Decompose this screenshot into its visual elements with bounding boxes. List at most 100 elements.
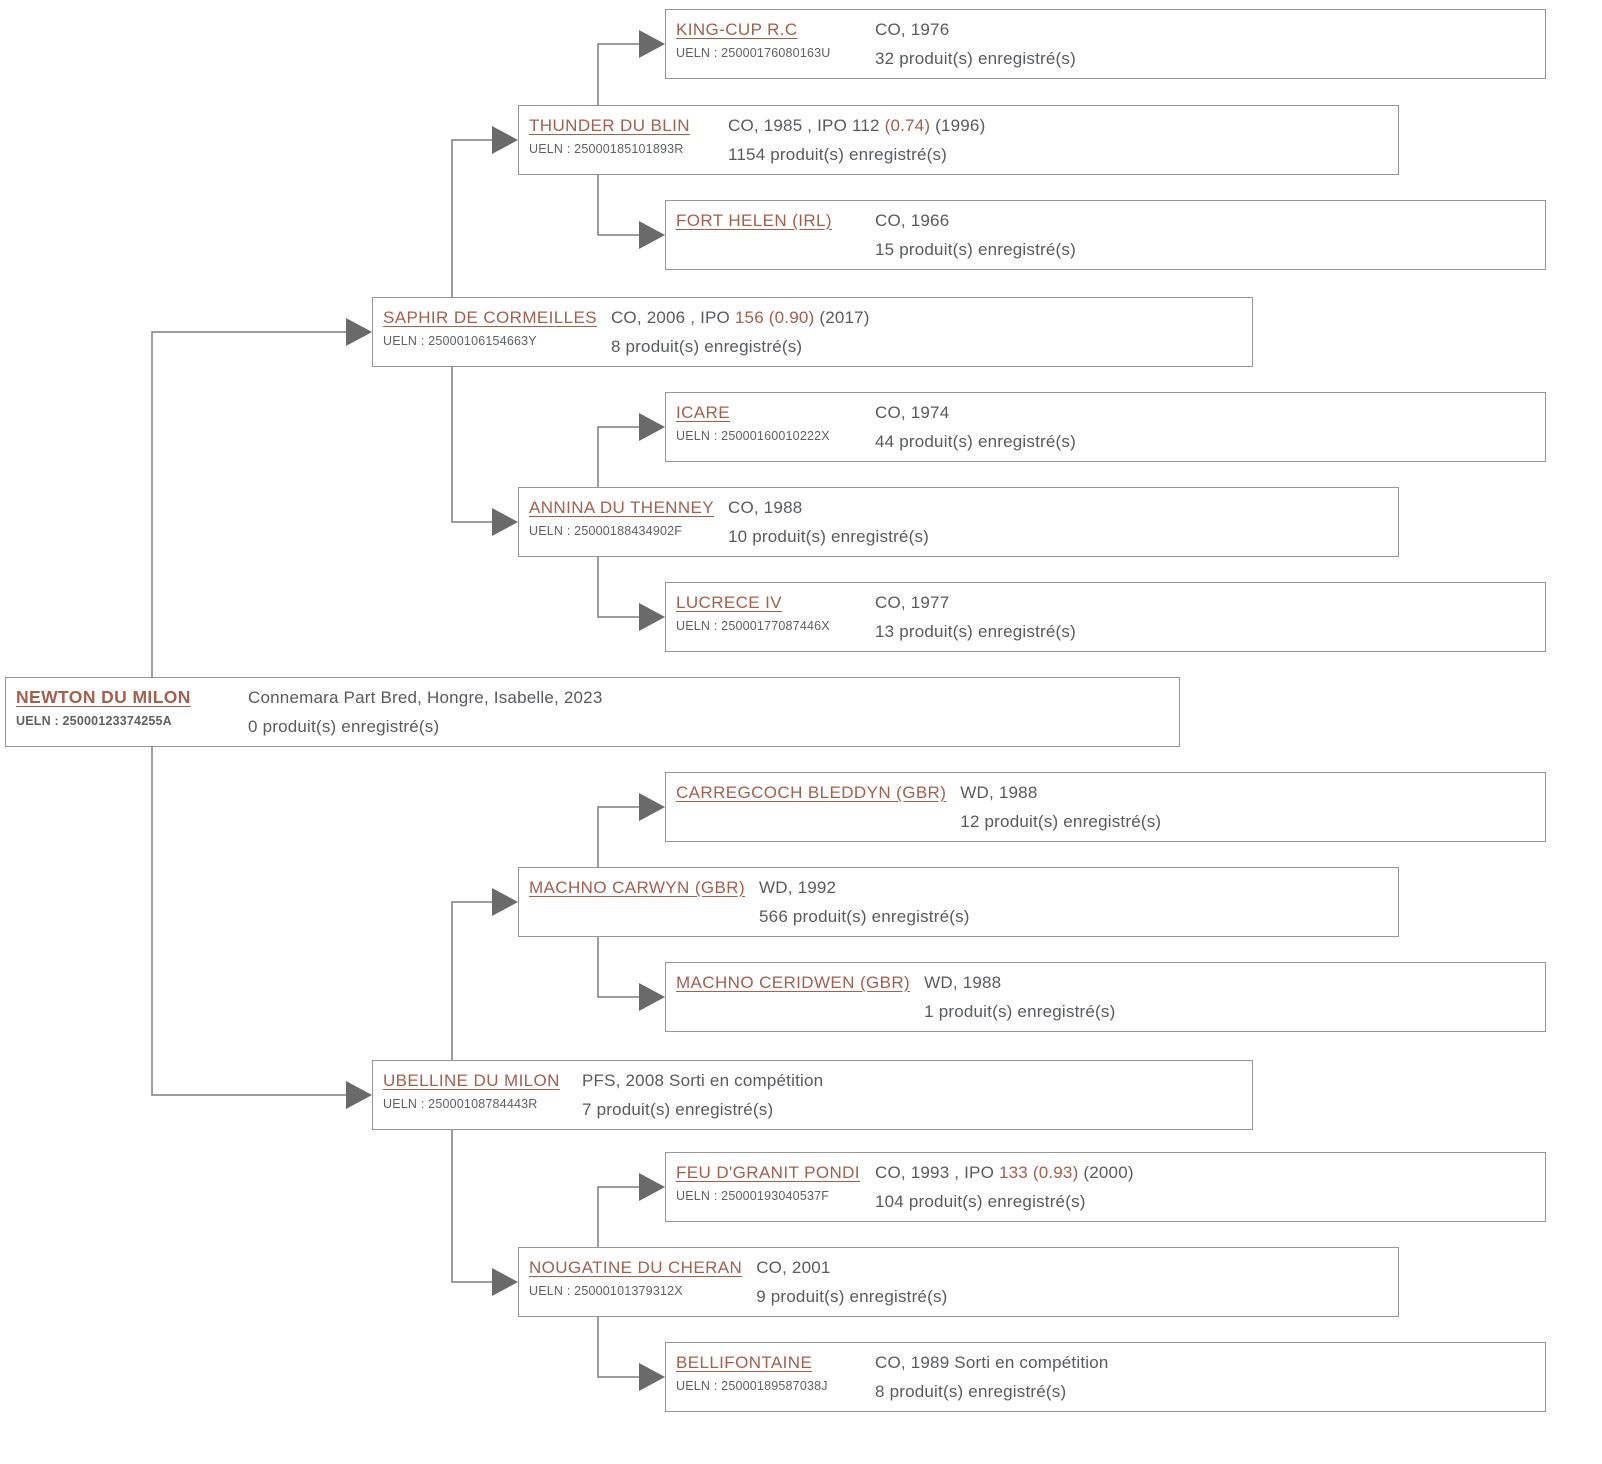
horse-name-link[interactable]: NOUGATINE DU CHERAN [529, 1258, 743, 1277]
products-count: 32 produit(s) enregistré(s) [875, 49, 1076, 68]
horse-details: WD, 1992 [759, 873, 970, 902]
node-info: CO, 1977 13 produit(s) enregistré(s) [875, 588, 1076, 647]
node-info: CO, 1974 44 produit(s) enregistré(s) [875, 398, 1076, 457]
node-carregcoch-bleddyn: CARREGCOCH BLEDDYN (GBR) WD, 1988 12 pro… [665, 772, 1546, 842]
horse-name-link[interactable]: MACHNO CARWYN (GBR) [529, 878, 746, 897]
ueln-label: UELN : 25000177087446X [676, 619, 830, 633]
node-identity: KING-CUP R.C UELN : 25000176080163U [676, 15, 861, 63]
node-info: CO, 1976 32 produit(s) enregistré(s) [875, 15, 1076, 74]
details-text: Connemara Part Bred, Hongre, Isabelle, 2… [248, 688, 603, 707]
horse-details: PFS, 2008 Sorti en compétition [582, 1066, 823, 1095]
node-annina-du-thenney: ANNINA DU THENNEY UELN : 25000188434902F… [518, 487, 1399, 557]
horse-name-link[interactable]: FORT HELEN (IRL) [676, 211, 832, 230]
node-identity: MACHNO CERIDWEN (GBR) [676, 968, 910, 997]
products-count: 1154 produit(s) enregistré(s) [728, 145, 948, 164]
ipo-highlight: 133 (0.93) [998, 1163, 1079, 1182]
horse-details: CO, 1985 , IPO 112 (0.74) (1996) [728, 111, 985, 140]
node-saphir-de-cormeilles: SAPHIR DE CORMEILLES UELN : 250001061546… [372, 297, 1253, 367]
node-feu-dgranit-pondi: FEU D'GRANIT PONDI UELN : 25000193040537… [665, 1152, 1546, 1222]
ueln-label: UELN : 25000193040537F [676, 1189, 830, 1203]
node-info: CO, 1985 , IPO 112 (0.74) (1996) 1154 pr… [728, 111, 985, 170]
products-count: 104 produit(s) enregistré(s) [875, 1192, 1086, 1211]
horse-name-link[interactable]: CARREGCOCH BLEDDYN (GBR) [676, 783, 947, 802]
node-fort-helen: FORT HELEN (IRL) CO, 1966 15 produit(s) … [665, 200, 1546, 270]
node-info: Connemara Part Bred, Hongre, Isabelle, 2… [248, 683, 602, 742]
node-info: PFS, 2008 Sorti en compétition 7 produit… [582, 1066, 823, 1125]
node-identity: NOUGATINE DU CHERAN UELN : 2500010137931… [529, 1253, 742, 1301]
details-text: WD, 1992 [759, 878, 837, 897]
node-identity: FORT HELEN (IRL) [676, 206, 861, 235]
details-text: PFS, 2008 Sorti en compétition [582, 1071, 824, 1090]
arrowhead-icon [639, 983, 665, 1011]
horse-name-link[interactable]: KING-CUP R.C [676, 20, 798, 39]
node-info: WD, 1992 566 produit(s) enregistré(s) [759, 873, 970, 932]
node-identity: LUCRECE IV UELN : 25000177087446X [676, 588, 861, 636]
horse-name-link[interactable]: THUNDER DU BLIN [529, 116, 690, 135]
details-text: CO, 1977 [875, 593, 950, 612]
node-identity: MACHNO CARWYN (GBR) [529, 873, 745, 902]
details-text: CO, 1993 , IPO [875, 1163, 999, 1182]
horse-details: CO, 1977 [875, 588, 1076, 617]
horse-details: CO, 2001 [756, 1253, 947, 1282]
horse-name-link[interactable]: ICARE [676, 403, 730, 422]
ueln-label: UELN : 25000101379312X [529, 1284, 683, 1298]
arrowhead-icon [639, 1173, 665, 1201]
arrowheads [346, 30, 665, 1391]
horse-name-link[interactable]: ANNINA DU THENNEY [529, 498, 715, 517]
horse-details: CO, 1976 [875, 15, 1076, 44]
details-text: CO, 1988 [728, 498, 803, 517]
details-text: CO, 1989 Sorti en compétition [875, 1353, 1109, 1372]
node-newton-du-milon: NEWTON DU MILON UELN : 25000123374255A C… [5, 677, 1180, 747]
details-text: WD, 1988 [924, 973, 1002, 992]
ueln-label: UELN : 25000108784443R [383, 1097, 538, 1111]
node-info: WD, 1988 12 produit(s) enregistré(s) [960, 778, 1161, 837]
node-machno-ceridwen: MACHNO CERIDWEN (GBR) WD, 1988 1 produit… [665, 962, 1546, 1032]
products-count: 15 produit(s) enregistré(s) [875, 240, 1076, 259]
horse-name-link[interactable]: UBELLINE DU MILON [383, 1071, 560, 1090]
node-identity: BELLIFONTAINE UELN : 25000189587038J [676, 1348, 861, 1396]
arrowhead-icon [492, 888, 518, 916]
node-info: CO, 1966 15 produit(s) enregistré(s) [875, 206, 1076, 265]
ueln-label: UELN : 25000188434902F [529, 524, 683, 538]
node-info: CO, 1989 Sorti en compétition 8 produit(… [875, 1348, 1109, 1407]
arrowhead-icon [346, 318, 372, 346]
horse-name-link[interactable]: BELLIFONTAINE [676, 1353, 813, 1372]
horse-name-link[interactable]: LUCRECE IV [676, 593, 783, 612]
horse-name-link[interactable]: FEU D'GRANIT PONDI [676, 1163, 860, 1182]
node-nougatine-du-cheran: NOUGATINE DU CHERAN UELN : 2500010137931… [518, 1247, 1399, 1317]
arrowhead-icon [492, 508, 518, 536]
details-suffix: (2000) [1078, 1163, 1134, 1182]
details-text: CO, 1976 [875, 20, 950, 39]
node-info: CO, 1993 , IPO 133 (0.93) (2000) 104 pro… [875, 1158, 1134, 1217]
node-ubelline-du-milon: UBELLINE DU MILON UELN : 25000108784443R… [372, 1060, 1253, 1130]
products-count: 10 produit(s) enregistré(s) [728, 527, 930, 546]
node-identity: FEU D'GRANIT PONDI UELN : 25000193040537… [676, 1158, 861, 1206]
arrowhead-icon [639, 1363, 665, 1391]
horse-details: CO, 1966 [875, 206, 1076, 235]
node-identity: SAPHIR DE CORMEILLES UELN : 250001061546… [383, 303, 597, 351]
arrowhead-icon [639, 413, 665, 441]
horse-name-link[interactable]: MACHNO CERIDWEN (GBR) [676, 973, 911, 992]
ipo-highlight: (0.74) [884, 116, 931, 135]
horse-details: CO, 1989 Sorti en compétition [875, 1348, 1109, 1377]
ueln-label: UELN : 25000176080163U [676, 46, 831, 60]
node-identity: ANNINA DU THENNEY UELN : 25000188434902F [529, 493, 714, 541]
horse-details: CO, 1993 , IPO 133 (0.93) (2000) [875, 1158, 1134, 1187]
arrowhead-icon [639, 30, 665, 58]
products-count: 1 produit(s) enregistré(s) [924, 1002, 1116, 1021]
products-count: 8 produit(s) enregistré(s) [875, 1382, 1067, 1401]
node-info: CO, 1988 10 produit(s) enregistré(s) [728, 493, 929, 552]
products-count: 566 produit(s) enregistré(s) [759, 907, 970, 926]
horse-details: CO, 2006 , IPO 156 (0.90) (2017) [611, 303, 870, 332]
details-text: CO, 1985 , IPO 112 [728, 116, 885, 135]
horse-details: Connemara Part Bred, Hongre, Isabelle, 2… [248, 683, 602, 712]
node-identity: CARREGCOCH BLEDDYN (GBR) [676, 778, 946, 807]
horse-name-link[interactable]: NEWTON DU MILON [16, 687, 191, 707]
node-thunder-du-blin: THUNDER DU BLIN UELN : 25000185101893R C… [518, 105, 1399, 175]
horse-name-link[interactable]: SAPHIR DE CORMEILLES [383, 308, 597, 327]
products-count: 12 produit(s) enregistré(s) [960, 812, 1162, 831]
ueln-label: UELN : 25000160010222X [676, 429, 830, 443]
node-identity: THUNDER DU BLIN UELN : 25000185101893R [529, 111, 714, 159]
node-identity: NEWTON DU MILON UELN : 25000123374255A [16, 683, 234, 731]
details-text: CO, 2001 [756, 1258, 831, 1277]
